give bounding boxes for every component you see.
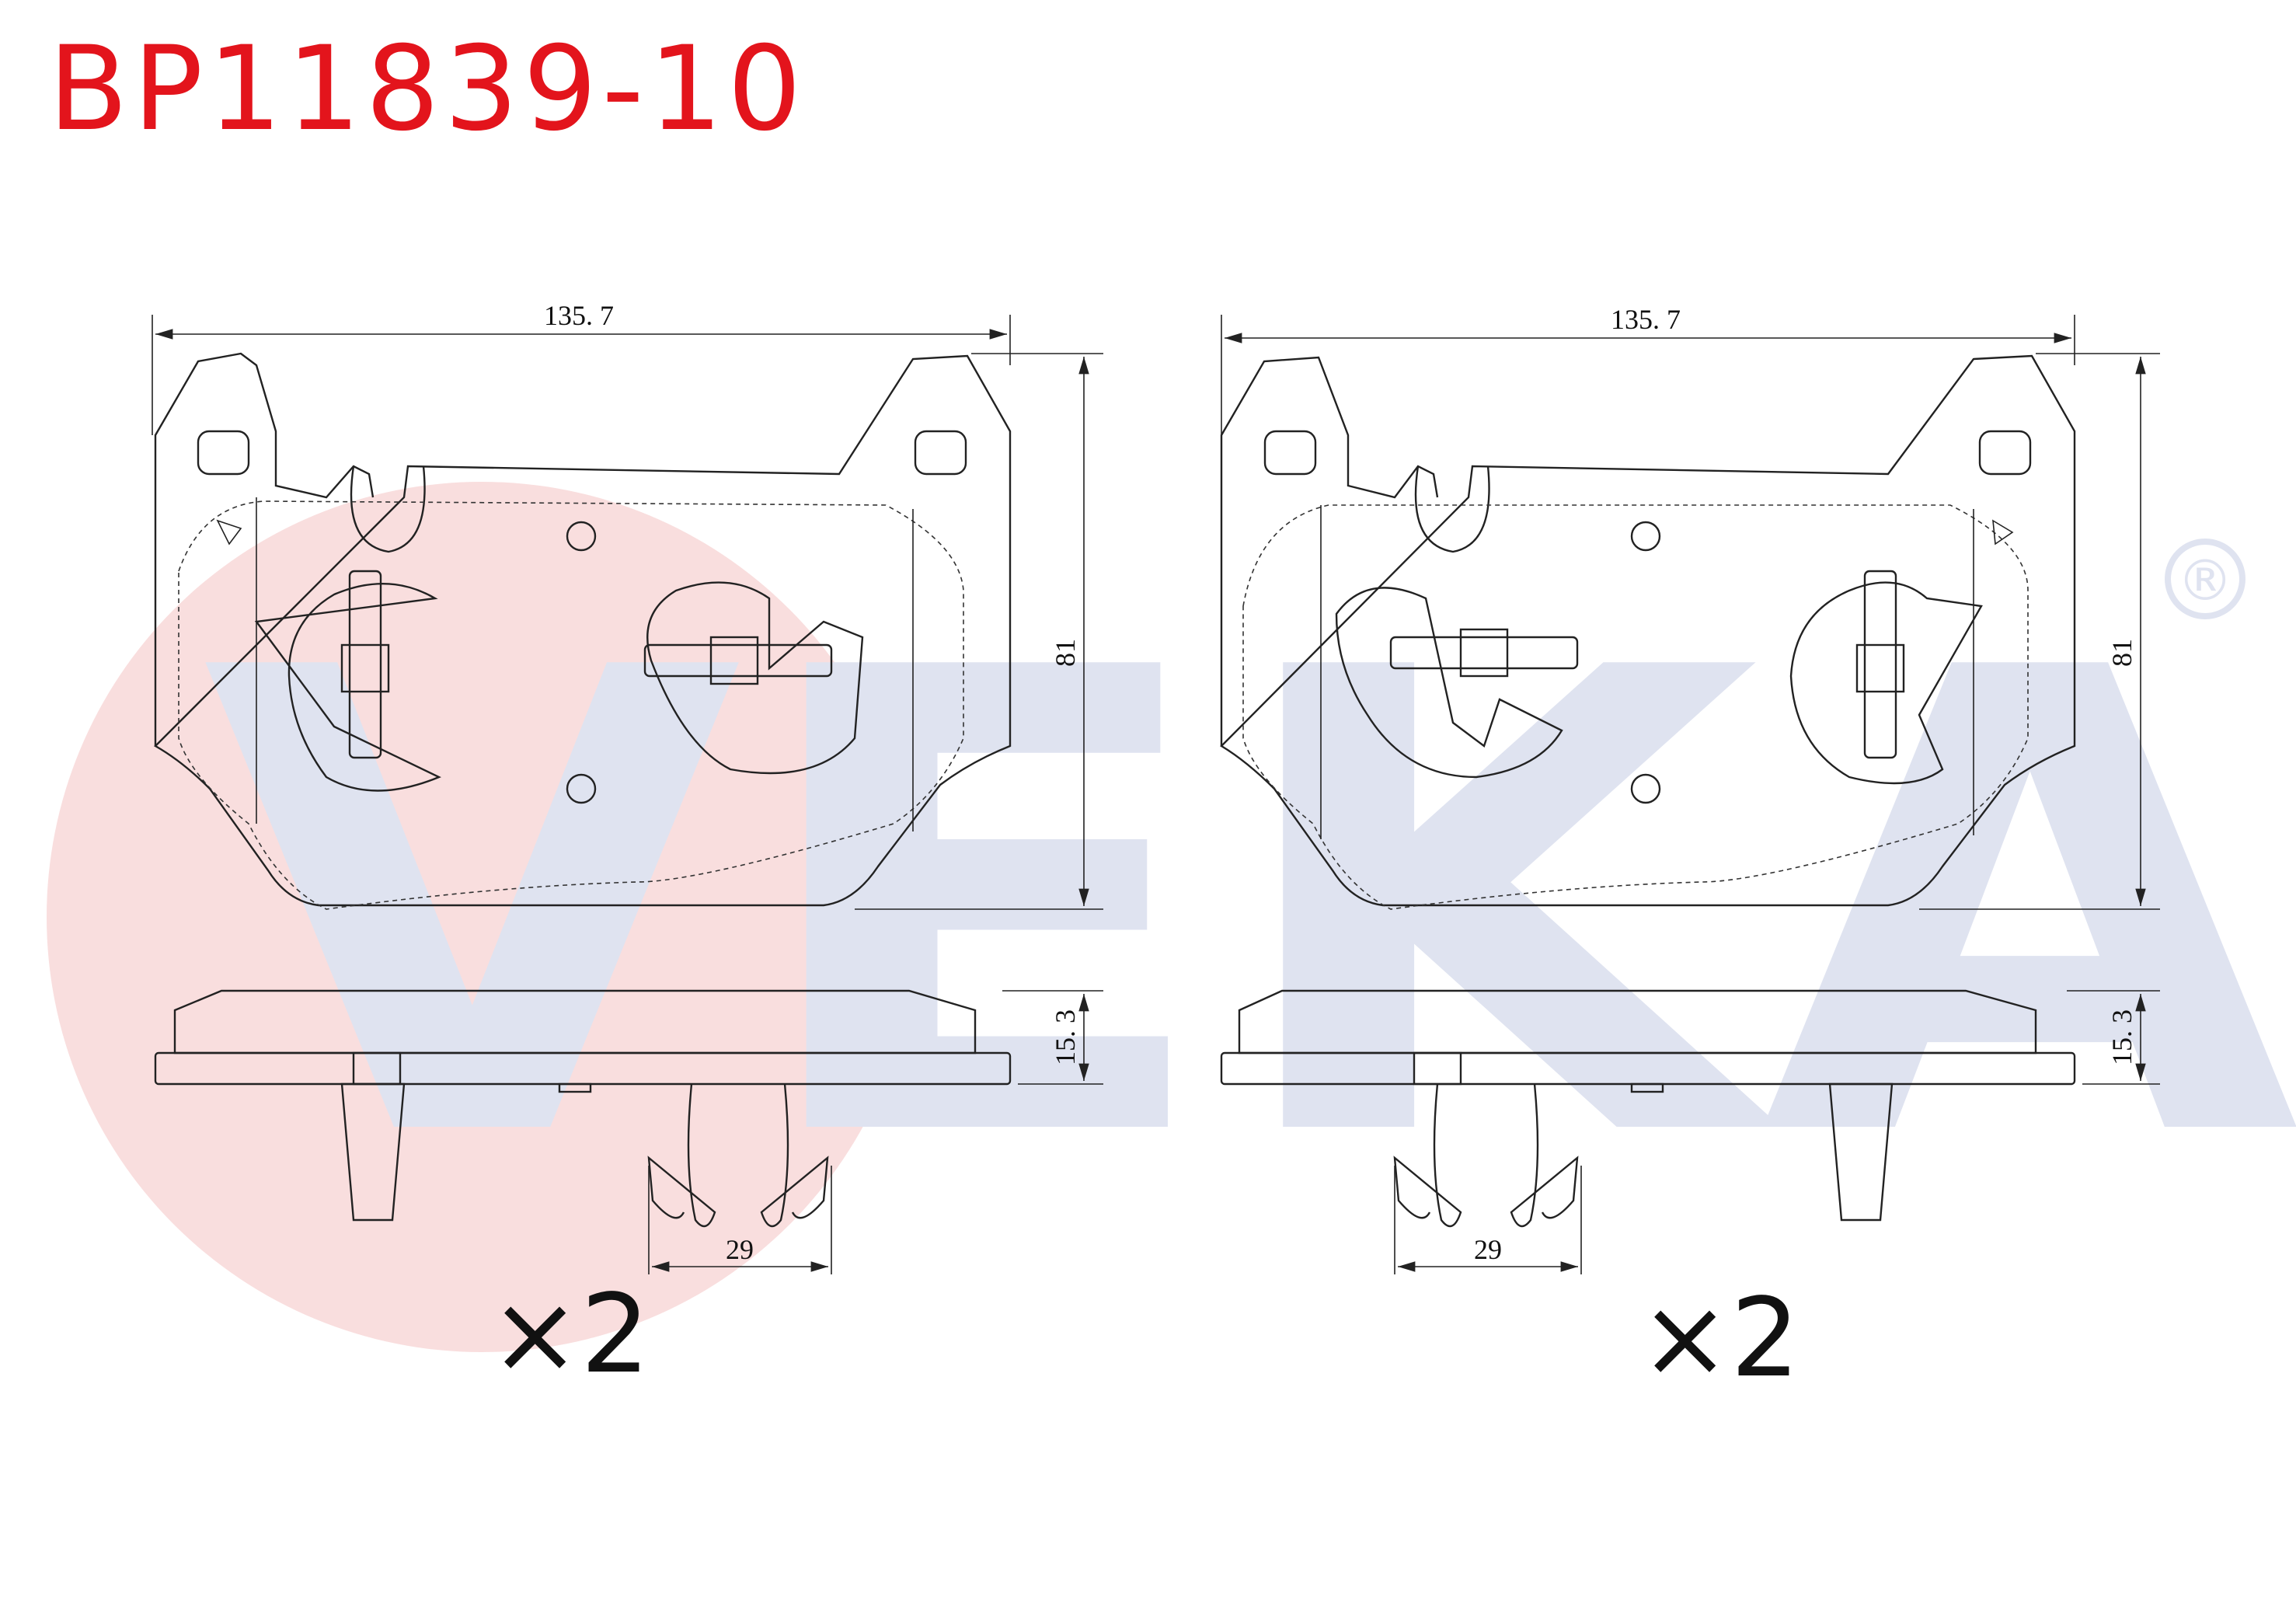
thickness-dim-label: 15. 3 bbox=[2106, 1009, 2137, 1065]
spring-clip-right-center bbox=[1855, 643, 1905, 693]
mounting-hole-right bbox=[914, 430, 967, 476]
width-dimension: 135. 7 bbox=[1221, 304, 2075, 435]
backing-plate-outline bbox=[154, 352, 1012, 907]
pin-hole-bottom bbox=[566, 773, 597, 804]
inner-edge-lines bbox=[1320, 505, 1974, 839]
friction-material-outline bbox=[178, 500, 964, 910]
thickness-dim-label: 15. 3 bbox=[1050, 1009, 1081, 1065]
spring-clip-right-center bbox=[709, 636, 759, 685]
height-dim-label: 81 bbox=[1050, 639, 1081, 667]
spring-clip-left-center bbox=[1459, 628, 1509, 678]
registered-circle bbox=[2165, 539, 2245, 619]
width-dim-label: 135. 7 bbox=[544, 300, 614, 331]
clip-dim-label: 29 bbox=[1474, 1234, 1502, 1265]
quantity-label: ×2 bbox=[1639, 1275, 1800, 1402]
sensor-notch bbox=[1414, 465, 1490, 553]
mounting-hole-right bbox=[1978, 430, 2032, 476]
clip-dim-label: 29 bbox=[726, 1234, 754, 1265]
spring-clip-right bbox=[643, 643, 833, 678]
pin-side bbox=[558, 1082, 592, 1093]
spring-clip-side-left bbox=[647, 1083, 716, 1228]
registered-mark: ® bbox=[2177, 548, 2233, 613]
pin-hole-top bbox=[566, 521, 597, 552]
spring-circle-left bbox=[254, 583, 441, 792]
spring-clip-side-right bbox=[1510, 1083, 1579, 1228]
spring-circle-right bbox=[646, 581, 864, 775]
height-dim-label: 81 bbox=[2106, 639, 2137, 667]
pin-hole-top bbox=[1630, 521, 1661, 552]
mounting-hole-left bbox=[197, 430, 250, 476]
brake-pad-view-right: 135. 7 81 15. 3 bbox=[1220, 304, 2160, 1402]
spring-clip-side-left bbox=[1393, 1083, 1462, 1228]
spring-clip-side-right bbox=[760, 1083, 829, 1228]
sensor-clip-side bbox=[1828, 1082, 1894, 1222]
direction-arrow-mark bbox=[1992, 519, 2014, 546]
width-dimension: 135. 7 bbox=[152, 300, 1011, 435]
spring-clip-left bbox=[1389, 636, 1579, 670]
spring-clip-left-center bbox=[340, 643, 390, 693]
spring-clip-left bbox=[348, 570, 382, 759]
mounting-hole-left bbox=[1263, 430, 1317, 476]
direction-arrow-mark bbox=[216, 519, 242, 546]
watermark-text: VEKA bbox=[202, 536, 2296, 1278]
backing-plate-outline bbox=[1220, 354, 2076, 907]
part-number-title: BP11839-10 bbox=[48, 22, 807, 157]
pin-hole-bottom bbox=[1630, 773, 1661, 804]
height-dimension: 81 bbox=[855, 353, 1103, 910]
quantity-label: ×2 bbox=[490, 1271, 650, 1398]
width-dim-label: 135. 7 bbox=[1611, 304, 1681, 335]
sensor-clip-side bbox=[340, 1082, 406, 1222]
spring-circle-left bbox=[1335, 587, 1563, 779]
spring-clip-right bbox=[1863, 570, 1897, 759]
side-view: 15. 3 29 bbox=[1220, 989, 2160, 1274]
brake-pad-view-left: 135. 7 81 15. 3 bbox=[152, 300, 1103, 1398]
inner-edge-lines bbox=[256, 497, 914, 831]
pin-side bbox=[1630, 1082, 1664, 1093]
watermark-circle bbox=[47, 482, 917, 1352]
side-view: 15. 3 29 bbox=[154, 989, 1103, 1274]
sensor-notch bbox=[350, 465, 426, 553]
watermark: VEKA ® bbox=[47, 482, 2296, 1352]
height-dimension: 81 bbox=[1919, 353, 2160, 910]
